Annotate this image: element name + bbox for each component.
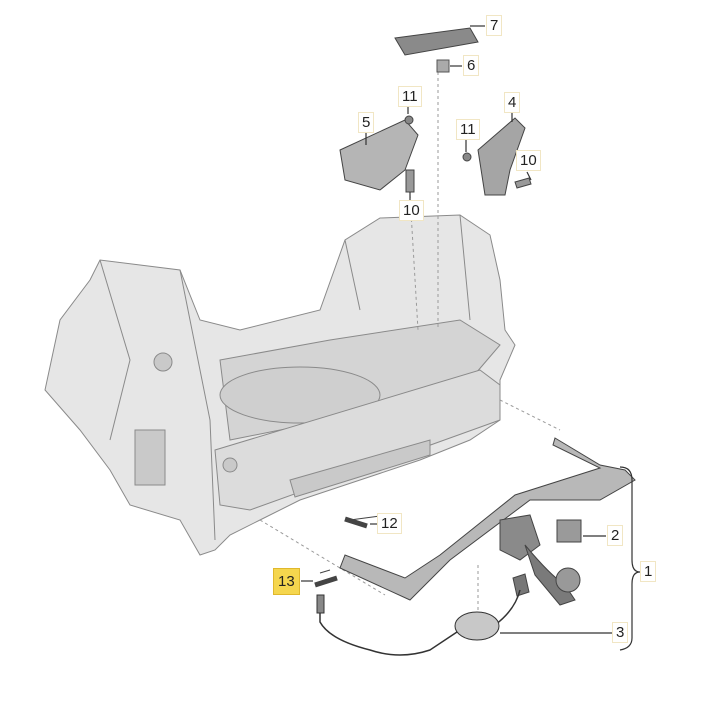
callout-5[interactable]: 5 <box>358 112 375 133</box>
step-pad[interactable] <box>394 27 479 73</box>
callout-3[interactable]: 3 <box>612 622 629 643</box>
callout-10[interactable]: 10 <box>516 150 541 171</box>
callout-4[interactable]: 4 <box>504 92 521 113</box>
callout-6[interactable]: 6 <box>463 55 480 76</box>
callout-13-highlighted[interactable]: 13 <box>273 568 300 595</box>
callout-1[interactable]: 1 <box>640 561 657 582</box>
wiring-harness[interactable] <box>316 589 521 656</box>
left-bracket[interactable] <box>339 115 419 193</box>
callout-11[interactable]: 11 <box>456 119 480 140</box>
callout-12[interactable]: 12 <box>377 513 402 534</box>
bolt <box>405 169 415 193</box>
pad-clip <box>436 59 450 73</box>
callout-7[interactable]: 7 <box>486 15 503 36</box>
callout-10[interactable]: 10 <box>399 200 424 221</box>
rear-body-structure[interactable] <box>44 214 516 556</box>
ball-cap <box>556 519 582 543</box>
nut <box>404 115 414 125</box>
bolt-12 <box>344 516 368 529</box>
callout-2[interactable]: 2 <box>607 525 624 546</box>
callout-11[interactable]: 11 <box>398 86 422 107</box>
bolt-13 <box>314 575 338 588</box>
right-bracket[interactable] <box>462 117 532 196</box>
